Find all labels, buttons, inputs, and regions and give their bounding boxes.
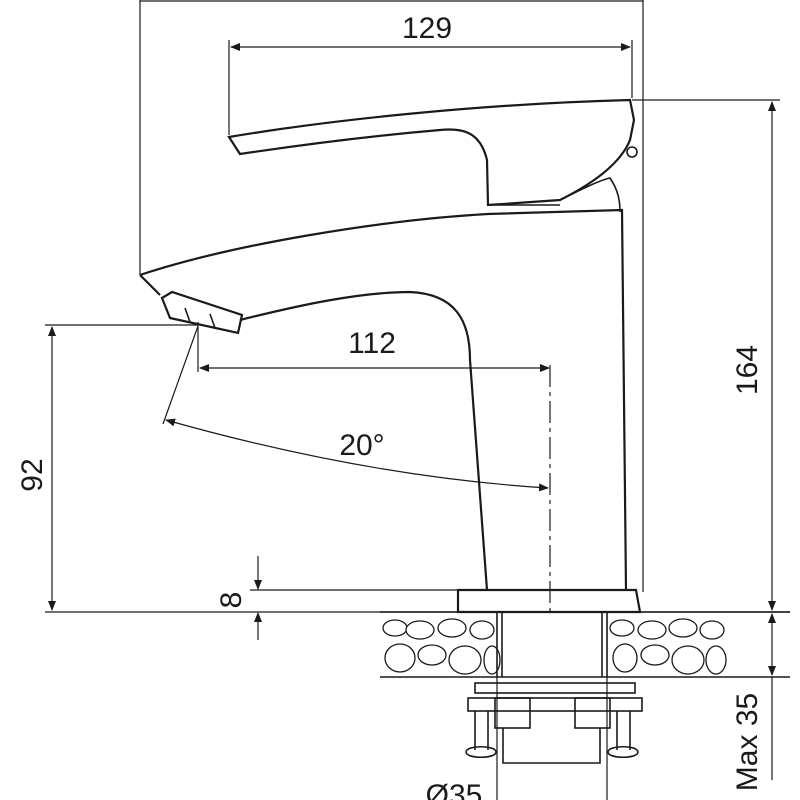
dimension-label-164: 164 <box>731 345 764 395</box>
dimension-129: 129 <box>228 12 633 135</box>
outline-frame <box>139 0 644 592</box>
dimension-label-92: 92 <box>16 458 49 491</box>
dimension-label-112: 112 <box>348 327 396 360</box>
rotation-angle: 20° <box>162 325 549 492</box>
dimension-label-8: 8 <box>215 592 248 609</box>
mounting-hardware <box>465 677 643 800</box>
dimension-8: 8 <box>215 556 458 640</box>
dimension-label-hole-diameter: Ø35 <box>426 779 483 800</box>
dimension-92: 92 <box>16 324 458 613</box>
dimension-label-129: 129 <box>402 12 452 45</box>
dimension-label-max-35: Max 35 <box>731 693 764 791</box>
aerator <box>160 290 244 335</box>
faucet-handle <box>227 98 638 213</box>
countertop-section <box>380 611 790 678</box>
dimension-112: 112 <box>197 322 551 612</box>
dimension-164: 164 <box>632 99 790 613</box>
faucet-body <box>139 208 642 614</box>
dimension-max-35: Max 35 <box>731 613 776 791</box>
dimension-label-20-degrees: 20° <box>339 429 384 462</box>
